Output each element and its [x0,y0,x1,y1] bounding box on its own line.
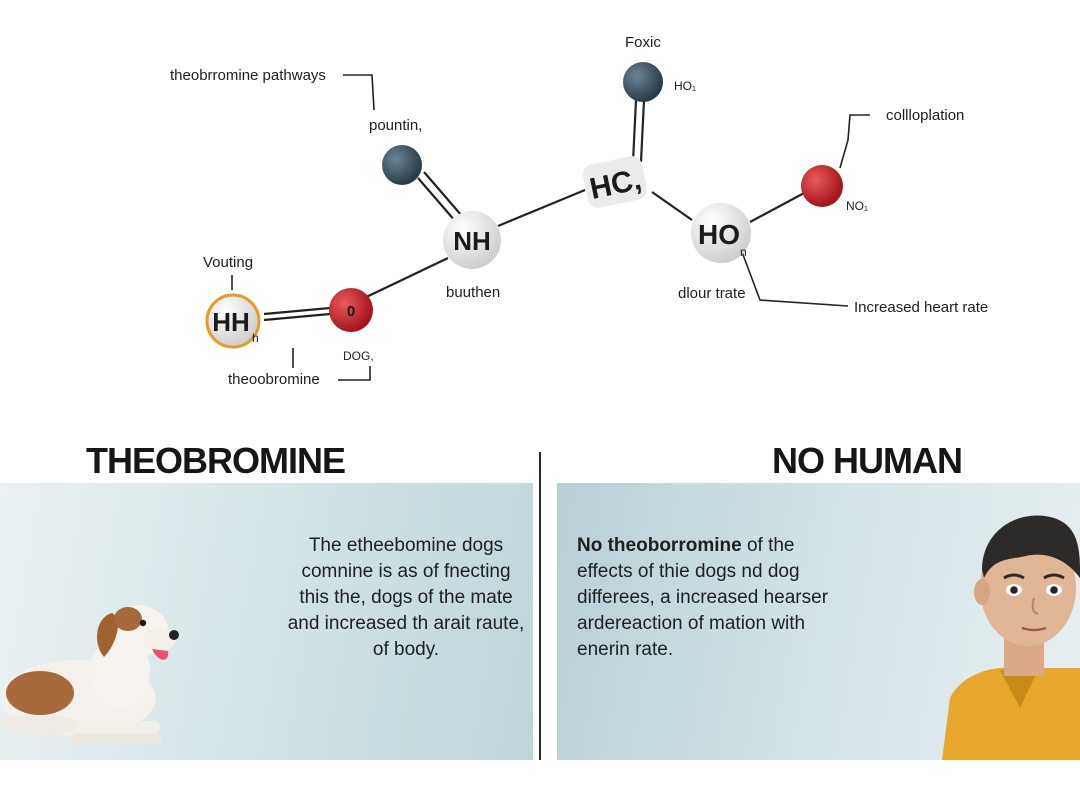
dog-panel-text: The etheebomine dogs comnine is as of fn… [286,533,526,663]
dog-text-line-4: and increased th arait raute, [287,613,525,634]
human-text-line-1: of the [741,535,795,556]
dog-illustration [0,605,179,744]
nh-atom-label: NH [453,226,491,256]
dog-text-line-3: this the, dogs of the mate [299,587,513,608]
label-pountin: pountin, [369,117,422,134]
human-text-line-2: effects of thie dogs nd dog [577,561,800,582]
no-human-heading: NO HUMAN [772,440,963,481]
theobromine-heading: THEOBROMINE [86,440,346,481]
label-buuthen: buuthen [446,284,500,301]
red-atom-mid [329,288,373,332]
dog-panel: The etheebomine dogs comnine is as of fn… [0,483,533,760]
section-divider [539,452,541,760]
label-hoi: HO₁ [674,79,696,93]
dog-text-line-2: comnine is as of fnecting [301,561,511,582]
dark-atom-top [623,62,663,102]
human-text-lead: No theoborromine [577,535,742,556]
human-panel: No theoborromine of the effects of thie … [557,483,1080,760]
hh-atom-sub: h [252,331,259,345]
ho-atom-label: HO [698,219,740,250]
hh-ring-atom [205,293,261,349]
dark-atom-left [382,145,422,185]
callout-lines [231,74,870,381]
hc-atom [582,156,648,208]
label-dog: DOG, [343,349,374,363]
label-vouting: Vouting [203,254,253,271]
human-text-line-3: differees, a increased hearser [577,587,829,608]
label-no: NO₁ [846,199,868,213]
ho-atom [691,203,751,263]
ho-atom-sub: n [740,245,747,259]
label-collapse: collloplation [886,107,964,124]
nh-atom [443,211,501,269]
dog-text-line-1: The etheebomine dogs [308,535,504,556]
human-illustration [942,515,1080,760]
red-atom-mid-label: 0 [347,303,355,320]
hh-atom-label: HH [212,307,250,337]
label-heart-rate: Increased heart rate [854,299,988,316]
label-dour-trate: dlour trate [678,285,746,302]
label-toxic: Foxic [625,34,661,51]
label-theobromine: theoobromine [228,371,320,388]
human-text-line-4: ardereaction of mation with [577,613,806,634]
red-atom-right [801,165,843,207]
human-text-line-5: enerin rate. [577,639,674,660]
label-pathways: theobrromine pathways [170,67,326,84]
dog-text-line-5: of body. [372,639,440,660]
human-panel-text: No theoborromine of the effects of thie … [577,533,847,663]
bonds [263,99,807,322]
molecule-diagram: 0 NH HC, HO n HH h Foxic theobrromine pa… [170,34,988,388]
